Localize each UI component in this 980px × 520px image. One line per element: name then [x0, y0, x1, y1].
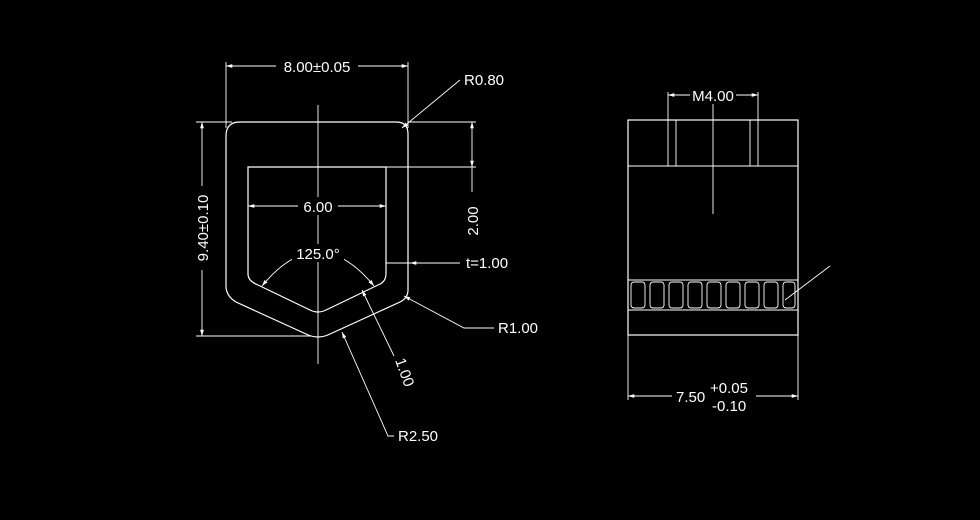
front-view: 8.00±0.05 9.40±0.10 6.00 125.0° t=1.00 2… — [192, 56, 538, 445]
dim-side-radius-leader — [403, 295, 494, 329]
front-inner-outline — [247, 166, 387, 313]
front-outer-outline — [225, 121, 409, 338]
dim-wall-label: 1.00 — [391, 356, 417, 389]
knurl-pattern — [630, 281, 796, 309]
dim-inner-width-label: 6.00 — [303, 199, 332, 216]
dim-corner-radius-leader — [401, 79, 461, 129]
knurl-leader — [784, 265, 831, 301]
dim-corner-radius-label: R0.80 — [464, 72, 504, 89]
side-view: M4.00 7.50 +0.05 -0.10 — [627, 86, 831, 415]
dim-side-width-lower-tol: -0.10 — [712, 398, 746, 415]
dim-side-width-upper-tol: +0.05 — [710, 380, 748, 397]
dim-bottom-radius-label: R2.50 — [398, 428, 438, 445]
dim-bottom-radius-leader — [341, 331, 394, 437]
dim-wall-line — [361, 289, 395, 357]
dim-thickness-label: t=1.00 — [466, 255, 508, 272]
dim-side-radius-label: R1.00 — [498, 320, 538, 337]
dim-side-width-label: 7.50 — [676, 389, 705, 406]
dim-width-label: 8.00±0.05 — [284, 59, 351, 76]
dim-thread-label: M4.00 — [692, 88, 734, 105]
dim-height-label: 9.40±0.10 — [195, 195, 212, 262]
dim-depth-label: 2.00 — [465, 206, 482, 235]
dim-angle-label: 125.0° — [296, 246, 340, 263]
